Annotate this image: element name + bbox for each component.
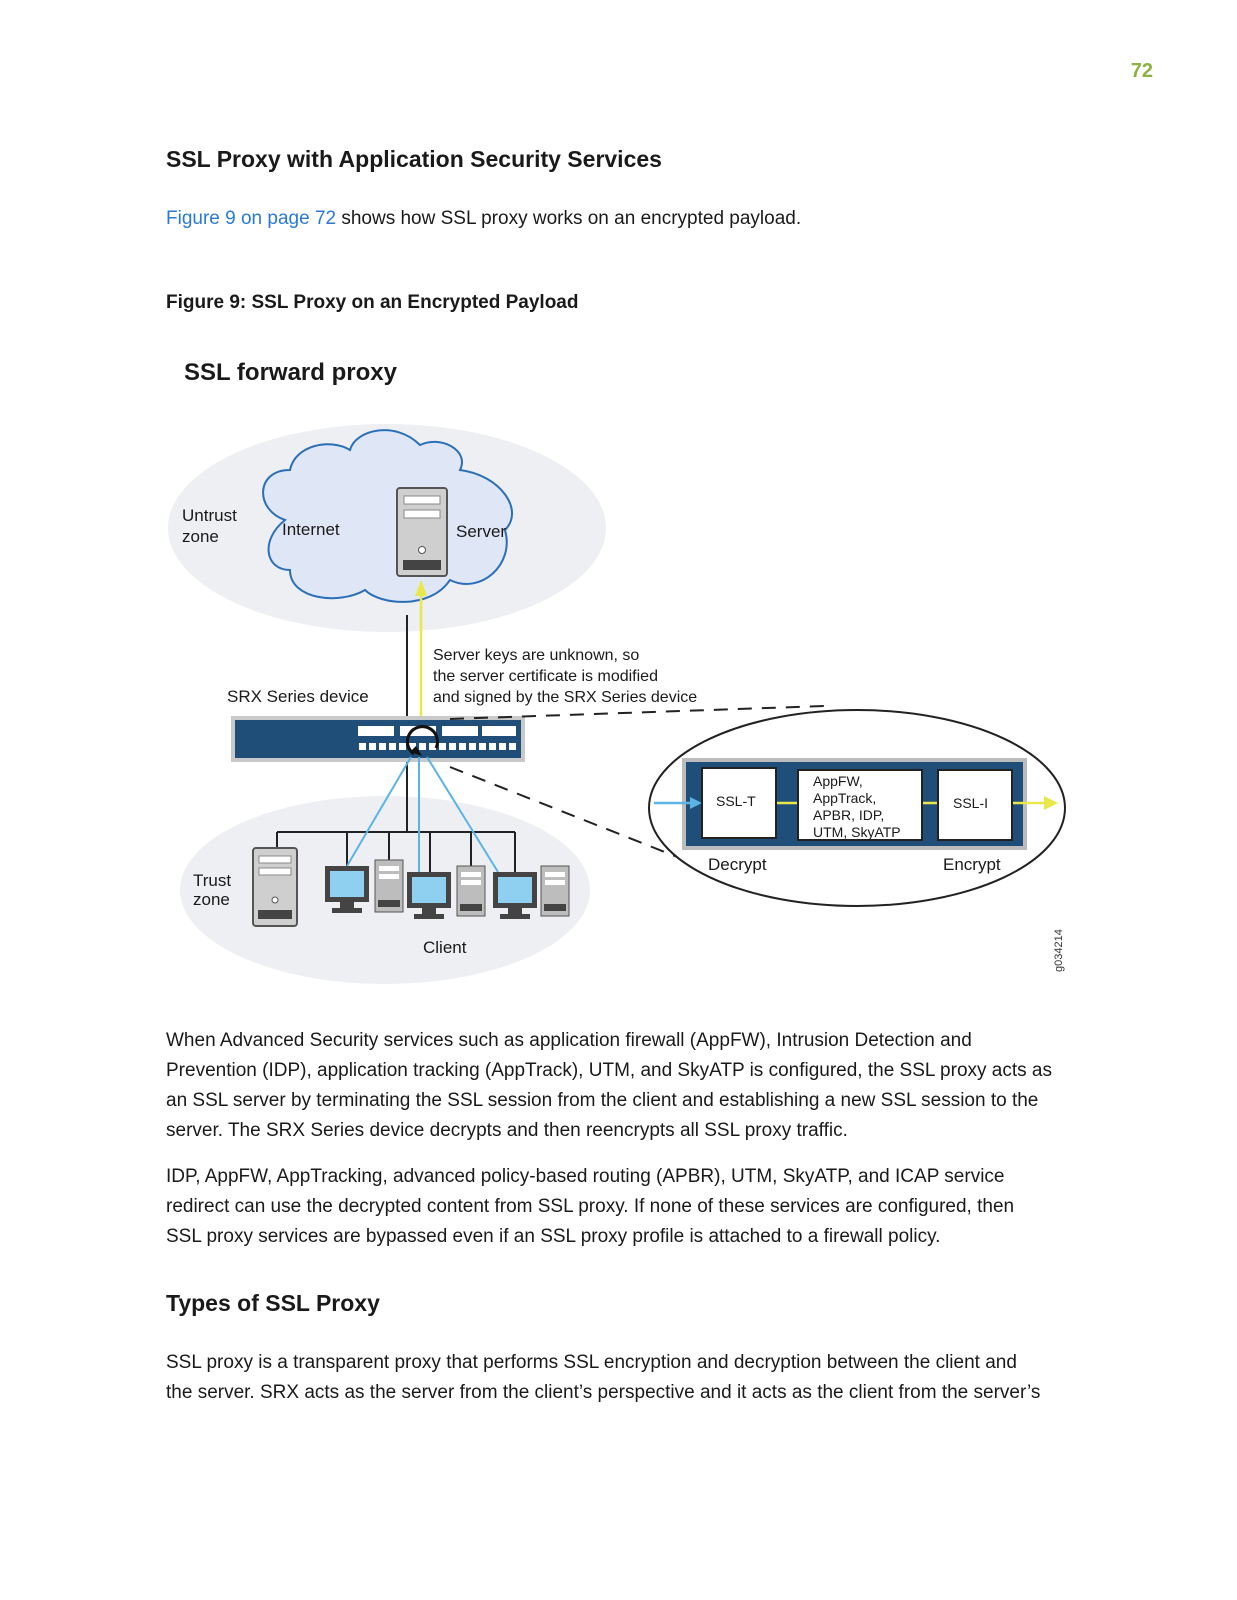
page-number: 72 <box>1130 60 1153 82</box>
note-line-1: Server keys are unknown, so <box>433 647 639 664</box>
services-line-2: AppTrack, <box>813 790 876 806</box>
trust-server-icon <box>252 847 298 927</box>
services-box <box>797 769 923 841</box>
paragraph-line: SSL proxy is a transparent proxy that pe… <box>166 1352 1017 1373</box>
processing-loop-icon <box>405 725 439 756</box>
paragraph-line: an SSL server by terminating the SSL ses… <box>166 1090 1039 1111</box>
note-line-3: and signed by the SRX Series device <box>433 689 697 706</box>
decrypt-label: Decrypt <box>708 855 767 874</box>
body-paragraph-1: When Advanced Security services such as … <box>166 1026 1071 1146</box>
section-heading: SSL Proxy with Application Security Serv… <box>166 146 662 172</box>
body-paragraph-3: SSL proxy is a transparent proxy that pe… <box>166 1348 1071 1408</box>
intro-paragraph: Figure 9 on page 72 shows how SSL proxy … <box>166 204 1071 234</box>
paragraph-line: redirect can use the decrypted content f… <box>166 1196 1015 1217</box>
server-label: Server <box>456 522 506 541</box>
trust-label-2: zone <box>193 890 230 909</box>
services-line-4: UTM, SkyATP <box>813 824 901 840</box>
paragraph-line: When Advanced Security services such as … <box>166 1030 972 1051</box>
internet-cloud-icon <box>262 429 513 603</box>
srx-device-icon <box>231 716 525 762</box>
encrypt-label: Encrypt <box>943 855 1001 874</box>
client-workstation-icon <box>493 865 570 919</box>
services-line-3: APBR, IDP, <box>813 807 884 823</box>
paragraph-line: IDP, AppFW, AppTracking, advanced policy… <box>166 1166 1005 1187</box>
client-workstation-icon <box>325 859 404 913</box>
untrust-label-1: Untrust <box>182 506 237 525</box>
ssl-t-box <box>701 767 777 839</box>
server-icon <box>396 487 448 577</box>
body-paragraph-2: IDP, AppFW, AppTracking, advanced policy… <box>166 1162 1071 1252</box>
services-line-1: AppFW, <box>813 773 863 789</box>
figure-link[interactable]: Figure 9 on page 72 <box>166 208 337 229</box>
untrust-label-2: zone <box>182 527 219 546</box>
figure-id: g034214 <box>1053 929 1065 972</box>
trust-label-1: Trust <box>193 871 231 890</box>
srx-label: SRX Series device <box>227 687 369 706</box>
ssl-forward-proxy-diagram: SSL forward proxy Untrust zone Internet … <box>160 350 1080 990</box>
client-label: Client <box>423 938 467 957</box>
paragraph-line: Prevention (IDP), application tracking (… <box>166 1060 1052 1081</box>
ssl-t-label: SSL-T <box>716 793 756 809</box>
section-heading: Types of SSL Proxy <box>166 1290 380 1316</box>
paragraph-line: the server. SRX acts as the server from … <box>166 1382 1041 1403</box>
intro-text: shows how SSL proxy works on an encrypte… <box>336 208 802 229</box>
paragraph-line: server. The SRX Series device decrypts a… <box>166 1120 848 1141</box>
figure-caption: Figure 9: SSL Proxy on an Encrypted Payl… <box>166 292 579 313</box>
note-line-2: the server certificate is modified <box>433 668 658 685</box>
ssl-i-box <box>937 769 1013 841</box>
internet-label: Internet <box>282 520 340 539</box>
client-workstation-icon <box>407 865 486 919</box>
paragraph-line: SSL proxy services are bypassed even if … <box>166 1226 941 1247</box>
diagram-title: SSL forward proxy <box>184 359 398 386</box>
ssl-i-label: SSL-I <box>953 795 988 811</box>
